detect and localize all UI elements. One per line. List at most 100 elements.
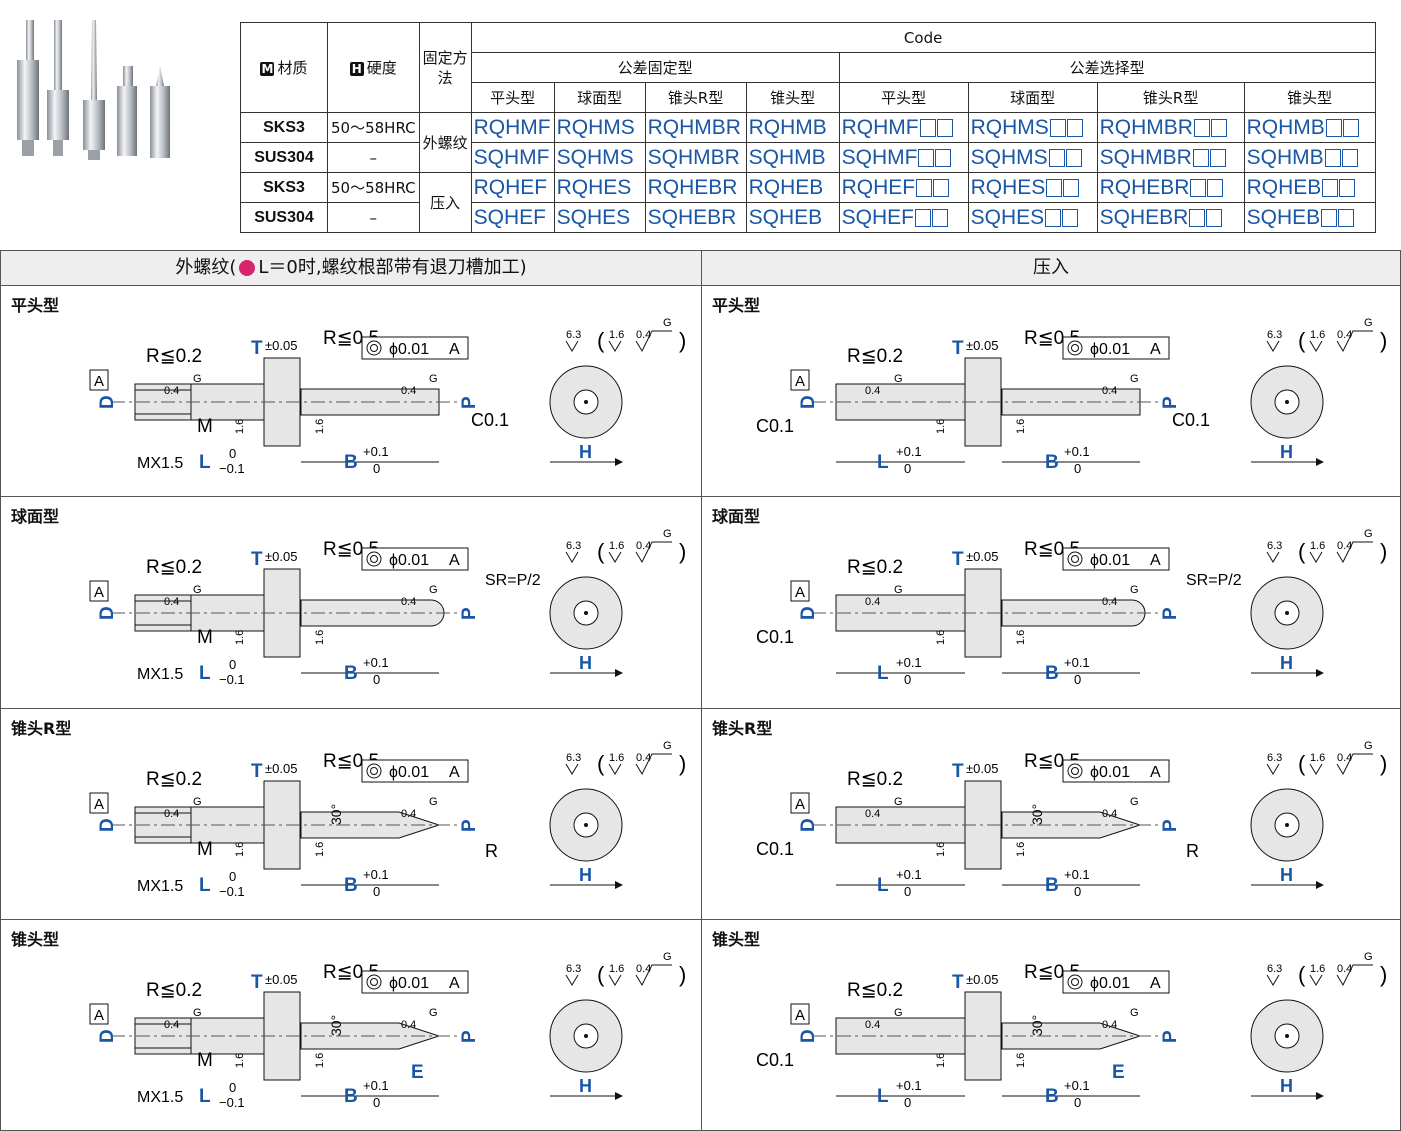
code-select-text: RQHES bbox=[970, 175, 1046, 199]
roughness-g: G bbox=[1130, 584, 1139, 596]
material-cell: SKS3 bbox=[240, 172, 328, 203]
dim-t-label: T bbox=[952, 761, 964, 782]
roughness-g: G bbox=[429, 584, 438, 596]
gdt-value: ϕ0.01 bbox=[1090, 764, 1130, 781]
code-cell-select: SQHMF bbox=[838, 142, 969, 173]
roughness-g: G bbox=[1364, 528, 1373, 540]
roughness-g: G bbox=[663, 951, 672, 963]
roughness-g: G bbox=[429, 373, 438, 385]
placeholder-box bbox=[1065, 148, 1082, 167]
concentricity-icon-inner bbox=[1071, 344, 1079, 352]
roughness-label: 6.3 bbox=[1267, 329, 1282, 341]
roughness-g: G bbox=[429, 1007, 438, 1019]
dim-b-tol-upper: +0.1 bbox=[1064, 867, 1090, 882]
gdt-value: ϕ0.01 bbox=[389, 341, 429, 358]
gdt-frame bbox=[1062, 547, 1170, 571]
fix-method-cell: 外螺纹 bbox=[418, 112, 472, 173]
gdt-value: ϕ0.01 bbox=[389, 552, 429, 569]
code-cell: RQHEB bbox=[745, 172, 840, 203]
m-badge: M bbox=[260, 62, 275, 76]
paren: ) bbox=[1380, 751, 1387, 776]
roughness-symbol bbox=[565, 964, 672, 986]
dim-l-label: L bbox=[877, 452, 889, 473]
dim-b-tol-lower: 0 bbox=[373, 884, 380, 899]
paren: ( bbox=[1298, 751, 1306, 776]
column-divider bbox=[701, 251, 702, 1130]
dim-l-tol-lower: −0.1 bbox=[219, 461, 245, 476]
placeholder-box bbox=[1209, 148, 1226, 167]
dim-t-label: T bbox=[251, 761, 263, 782]
paren: ( bbox=[597, 328, 605, 353]
type-header: 球面型 bbox=[967, 82, 1098, 113]
paren: ( bbox=[597, 539, 605, 564]
dim-b-tol-lower: 0 bbox=[373, 461, 380, 476]
drawing-title: 锥头R型 bbox=[11, 718, 72, 738]
code-cell-select: SQHEB bbox=[1243, 202, 1376, 233]
code-cell-select: RQHMF bbox=[838, 112, 969, 143]
code-cell: SQHEF bbox=[470, 202, 555, 233]
dim-p-label: P bbox=[1160, 1030, 1181, 1043]
dim-mx-label: MX1.5 bbox=[137, 878, 183, 895]
dim-d-label: D bbox=[798, 607, 819, 621]
dim-h-label: H bbox=[1280, 1076, 1293, 1096]
roughness-g: G bbox=[894, 1007, 903, 1019]
dim-d-label: D bbox=[97, 1029, 118, 1043]
code-header: Code bbox=[470, 22, 1376, 53]
roughness-label: 0.4 bbox=[1337, 540, 1352, 552]
section-title-note: L＝0时,螺纹根部带有退刀槽加工) bbox=[258, 257, 527, 278]
concentricity-icon bbox=[1067, 763, 1083, 778]
dim-l-label: L bbox=[199, 663, 211, 684]
hardness-cell: 50～58HRC bbox=[327, 172, 420, 203]
group-fixed: 公差固定型 bbox=[470, 52, 840, 83]
paren: ) bbox=[1380, 328, 1387, 353]
dim-p-label: P bbox=[459, 819, 480, 832]
concentricity-icon bbox=[366, 974, 382, 990]
fix-method-cell: 压入 bbox=[418, 172, 472, 233]
code-cell: RQHMF bbox=[470, 112, 555, 143]
dim-h-label: H bbox=[1280, 653, 1293, 673]
dim-b-label: B bbox=[344, 663, 358, 684]
code-select-text: RQHEF bbox=[841, 175, 916, 199]
code-select-text: SQHEB bbox=[1246, 205, 1321, 229]
code-cell-select: RQHES bbox=[967, 172, 1098, 203]
dim-h-label: H bbox=[579, 442, 592, 462]
angle-label: 30° bbox=[328, 1015, 344, 1036]
roughness-label: 6.3 bbox=[566, 752, 581, 764]
fillet-r02: R≦0.2 bbox=[146, 980, 202, 1001]
dim-l-tol-lower: −0.1 bbox=[219, 1095, 245, 1110]
code-cell: SQHMS bbox=[553, 142, 646, 173]
roughness-04: 0.4 bbox=[865, 596, 880, 608]
concentricity-icon bbox=[366, 340, 382, 356]
dim-t-tol: ±0.05 bbox=[966, 549, 998, 564]
dim-b-tol-lower: 0 bbox=[1074, 1095, 1081, 1110]
gdt-frame bbox=[1062, 336, 1170, 360]
code-cell-select: SQHMB bbox=[1243, 142, 1376, 173]
code-cell: SQHMB bbox=[745, 142, 840, 173]
chamfer-c01: C0.1 bbox=[756, 416, 794, 436]
placeholder-box bbox=[1189, 208, 1206, 227]
gdt-value: ϕ0.01 bbox=[1090, 341, 1130, 358]
dim-l-tol-lower: 0 bbox=[904, 884, 911, 899]
drawing-title: 锥头型 bbox=[712, 929, 761, 949]
datum-box bbox=[89, 1003, 109, 1025]
code-cell-select: RQHEF bbox=[838, 172, 969, 203]
placeholder-box bbox=[936, 118, 953, 137]
roughness-symbol bbox=[1266, 964, 1373, 986]
roughness-16: 1.6 bbox=[935, 841, 947, 856]
placeholder-box bbox=[1341, 148, 1358, 167]
dim-mx-label: MX1.5 bbox=[137, 666, 183, 683]
gdt-value: ϕ0.01 bbox=[1090, 975, 1130, 992]
gdt-datum: A bbox=[1150, 764, 1161, 781]
roughness-label: 0.4 bbox=[636, 752, 651, 764]
roughness-04: 0.4 bbox=[164, 808, 179, 820]
roughness-symbol bbox=[1266, 541, 1373, 564]
roughness-g: G bbox=[1364, 951, 1373, 963]
roughness-g: G bbox=[193, 796, 202, 808]
